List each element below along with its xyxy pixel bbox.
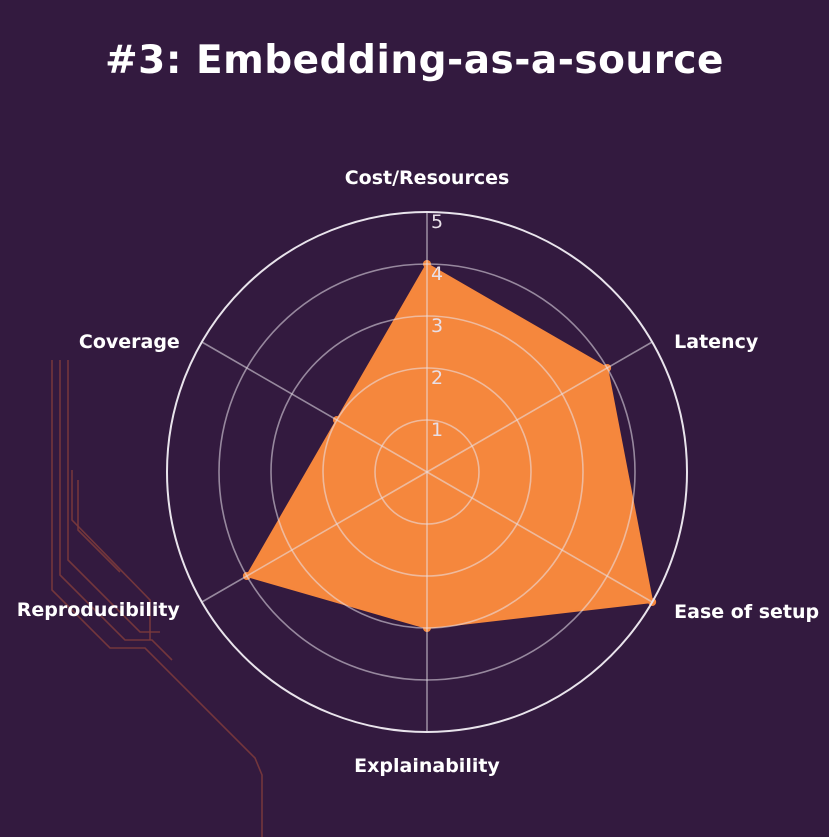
tick-label-4: 4 bbox=[431, 263, 443, 285]
circuit-trace-1 bbox=[59, 360, 173, 661]
grid-layer bbox=[166, 211, 688, 733]
tick-label-5: 5 bbox=[431, 211, 443, 233]
axis-label-0: Cost/Resources bbox=[345, 167, 510, 189]
spoke-2 bbox=[426, 471, 653, 603]
series-layer bbox=[242, 260, 657, 632]
spoke-1 bbox=[426, 341, 653, 473]
tick-label-1: 1 bbox=[431, 419, 443, 441]
circuit-trace-4 bbox=[77, 480, 121, 573]
axis-label-5: Coverage bbox=[79, 331, 180, 353]
page-title: #3: Embedding-as-a-source bbox=[105, 38, 724, 83]
spoke-5 bbox=[201, 341, 428, 473]
axis-label-2: Ease of setup bbox=[674, 601, 819, 623]
circuit-decoration bbox=[51, 360, 263, 837]
circuit-trace-2 bbox=[67, 360, 160, 633]
circuit-trace-3 bbox=[71, 470, 151, 640]
tick-label-3: 3 bbox=[431, 315, 443, 337]
spoke-4 bbox=[201, 471, 428, 603]
circuit-trace-0 bbox=[51, 360, 263, 837]
tick-label-2: 2 bbox=[431, 367, 443, 389]
axis-label-1: Latency bbox=[674, 331, 759, 353]
axis-label-3: Explainability bbox=[354, 755, 500, 777]
axis-label-4: Reproducibility bbox=[17, 599, 181, 621]
